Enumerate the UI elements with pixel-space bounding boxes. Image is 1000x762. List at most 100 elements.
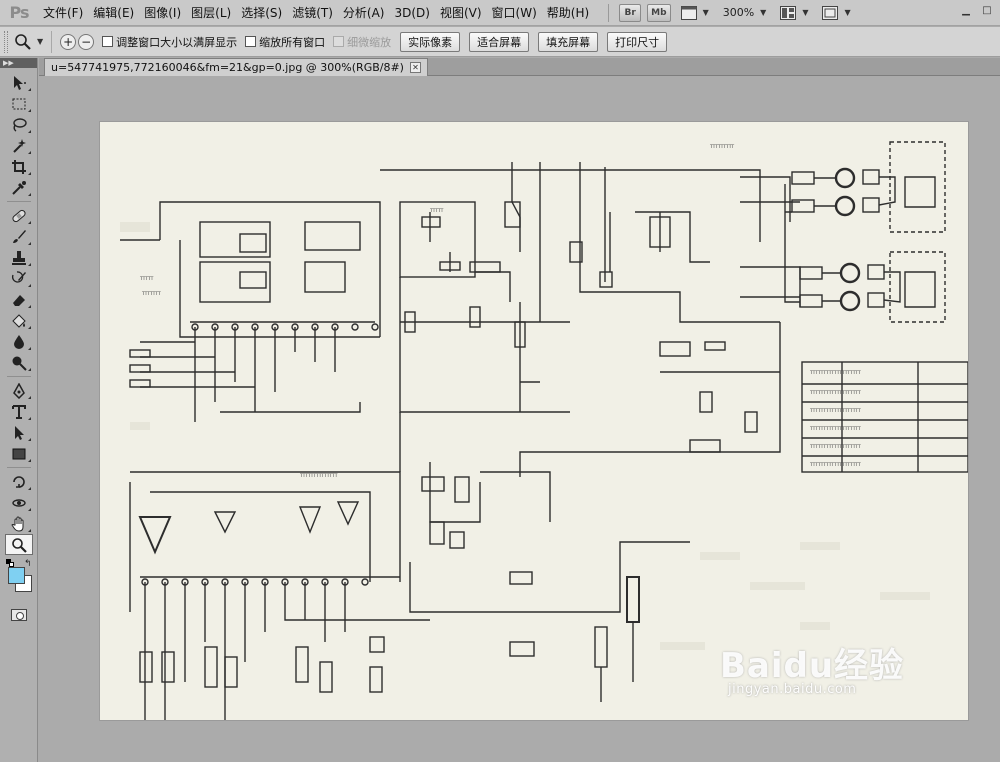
document-image[interactable]: TTTTTTTTT TTTTTTTTTTTTTT TTTTT TTTTTTT T… [100, 122, 968, 720]
window-controls: ▁ □ [957, 3, 996, 19]
3d-rotate-tool[interactable] [5, 471, 33, 492]
eraser-tool[interactable] [5, 289, 33, 310]
menu-window[interactable]: 窗口(W) [491, 5, 537, 20]
svg-text:TTTTT: TTTTT [139, 276, 154, 282]
arrow-icon [15, 425, 24, 440]
type-tool[interactable] [5, 401, 33, 422]
maximize-icon[interactable]: □ [982, 5, 992, 16]
fit-screen-button[interactable]: 适合屏幕 [469, 31, 530, 52]
zoom-tool[interactable] [5, 534, 33, 555]
drop-icon [14, 334, 24, 349]
swap-colors-icon[interactable]: ↰ [24, 559, 32, 569]
rotate-3d-icon [13, 475, 25, 488]
svg-text:TTTTTTTTTTTTTTTTTTT: TTTTTTTTTTTTTTTTTTT [809, 462, 861, 468]
menu-help[interactable]: 帮助(H) [546, 5, 590, 20]
zoom-level-value: 300% [722, 6, 755, 19]
type-icon [12, 404, 26, 419]
healing-brush-tool[interactable] [5, 205, 33, 226]
quick-selection-tool[interactable] [5, 135, 33, 156]
zoom-tool-icon [15, 33, 31, 50]
dodge-icon [12, 356, 27, 371]
launch-bridge-button[interactable]: Br [619, 3, 642, 22]
rectangle-icon [12, 448, 26, 459]
tools-panel-header[interactable]: ▶▶ [0, 58, 37, 68]
svg-text:TTTTTTTTT: TTTTTTTTT [709, 144, 734, 150]
circuit-schematic-image: TTTTTTTTT TTTTTTTTTTTTTT TTTTT TTTTTTT T… [100, 122, 968, 720]
screen-mode-dropdown[interactable]: ▼ [818, 5, 854, 20]
tool-preset-picker[interactable]: ▼ [14, 30, 53, 53]
brush-icon [13, 229, 26, 243]
document-tab[interactable]: u=547741975,772160046&fm=21&gp=0.jpg @ 3… [44, 58, 428, 76]
chevron-down-icon: ▼ [760, 8, 767, 17]
minimize-icon[interactable]: ▁ [962, 5, 970, 16]
actual-pixels-button[interactable]: 实际像素 [400, 31, 461, 52]
3d-orbit-tool[interactable] [5, 492, 33, 513]
menu-select[interactable]: 选择(S) [241, 5, 283, 20]
checkbox-box[interactable] [102, 36, 114, 47]
fill-screen-button[interactable]: 填充屏幕 [538, 31, 599, 52]
dodge-tool[interactable] [5, 352, 33, 373]
zoom-level-dropdown[interactable]: 300% ▼ [719, 6, 771, 19]
arrange-documents-dropdown[interactable]: ▼ [776, 5, 812, 20]
svg-text:TTTTTTTTTTTTTTTTTTT: TTTTTTTTTTTTTTTTTTT [809, 370, 861, 376]
options-bar-grip[interactable] [4, 30, 8, 53]
rectangle-marquee-icon [12, 98, 26, 109]
menu-3d[interactable]: 3D(D) [394, 5, 430, 20]
view-extras-dropdown[interactable]: ▼ [677, 5, 713, 20]
expand-panel-icon[interactable]: ▶▶ [3, 58, 14, 67]
eyedropper-tool[interactable] [5, 177, 33, 198]
print-size-button[interactable]: 打印尺寸 [607, 31, 668, 52]
lasso-tool[interactable] [5, 114, 33, 135]
resize-windows-label: 调整窗口大小以满屏显示 [116, 35, 238, 49]
options-bar: ▼ + − 调整窗口大小以满屏显示 缩放所有窗口 细微缩放 实际像素 适合屏幕 … [0, 27, 1000, 57]
bandage-icon [12, 209, 26, 222]
magic-wand-icon [13, 138, 26, 153]
zoom-icon [12, 537, 27, 553]
resize-windows-checkbox[interactable]: 调整窗口大小以满屏显示 [102, 34, 237, 50]
launch-minibridge-button[interactable]: Mb [647, 3, 671, 22]
checkbox-box[interactable] [245, 36, 257, 47]
marquee-tool[interactable] [5, 93, 33, 114]
path-selection-tool[interactable] [5, 422, 33, 443]
brush-tool[interactable] [5, 226, 33, 247]
menu-file[interactable]: 文件(F) [43, 5, 84, 20]
chevron-down-icon: ▼ [844, 8, 851, 17]
blur-tool[interactable] [5, 331, 33, 352]
hand-icon [11, 515, 24, 532]
separator [7, 201, 31, 202]
canvas-area[interactable]: TTTTTTTTT TTTTTTTTTTTTTT TTTTT TTTTTTT T… [39, 77, 1000, 762]
menu-layer[interactable]: 图层(L) [191, 5, 232, 20]
separator [7, 376, 31, 377]
screen-mode-icon [822, 5, 839, 20]
menu-analysis[interactable]: 分析(A) [342, 5, 385, 20]
pen-tool[interactable] [5, 380, 33, 401]
menu-view[interactable]: 视图(V) [439, 5, 482, 20]
zoom-mode-toggle: + − [60, 33, 95, 50]
svg-text:TTTTT: TTTTT [429, 208, 444, 214]
rectangle-tool[interactable] [5, 443, 33, 464]
menu-edit[interactable]: 编辑(E) [93, 5, 135, 20]
history-brush-tool[interactable] [5, 268, 33, 289]
move-tool[interactable] [5, 72, 33, 93]
stamp-icon [12, 250, 26, 265]
document-title: u=547741975,772160046&fm=21&gp=0.jpg @ 3… [51, 61, 404, 74]
menu-image[interactable]: 图像(I) [144, 5, 182, 20]
clone-stamp-tool[interactable] [5, 247, 33, 268]
zoom-all-windows-checkbox[interactable]: 缩放所有窗口 [245, 34, 325, 50]
foreground-color-swatch[interactable] [8, 567, 25, 584]
view-extras-icon [680, 5, 697, 20]
crop-tool[interactable] [5, 156, 33, 177]
hand-tool[interactable] [5, 513, 33, 534]
menu-filter[interactable]: 滤镜(T) [292, 5, 333, 20]
zoom-in-icon[interactable]: + [60, 33, 77, 50]
paint-bucket-tool[interactable] [5, 310, 33, 331]
orbit-icon [12, 498, 26, 507]
quick-mask-icon[interactable] [11, 609, 27, 621]
watermark-logo: Baidu经验 [720, 646, 905, 686]
pen-icon [13, 382, 25, 399]
watermark-url: jingyan.baidu.com [728, 682, 857, 697]
default-colors-icon[interactable] [6, 559, 14, 567]
svg-text:TTTTTTTTTTTTTTTTTTT: TTTTTTTTTTTTTTTTTTT [809, 444, 861, 450]
zoom-out-icon[interactable]: − [78, 33, 95, 50]
close-icon[interactable]: ✕ [409, 62, 421, 73]
